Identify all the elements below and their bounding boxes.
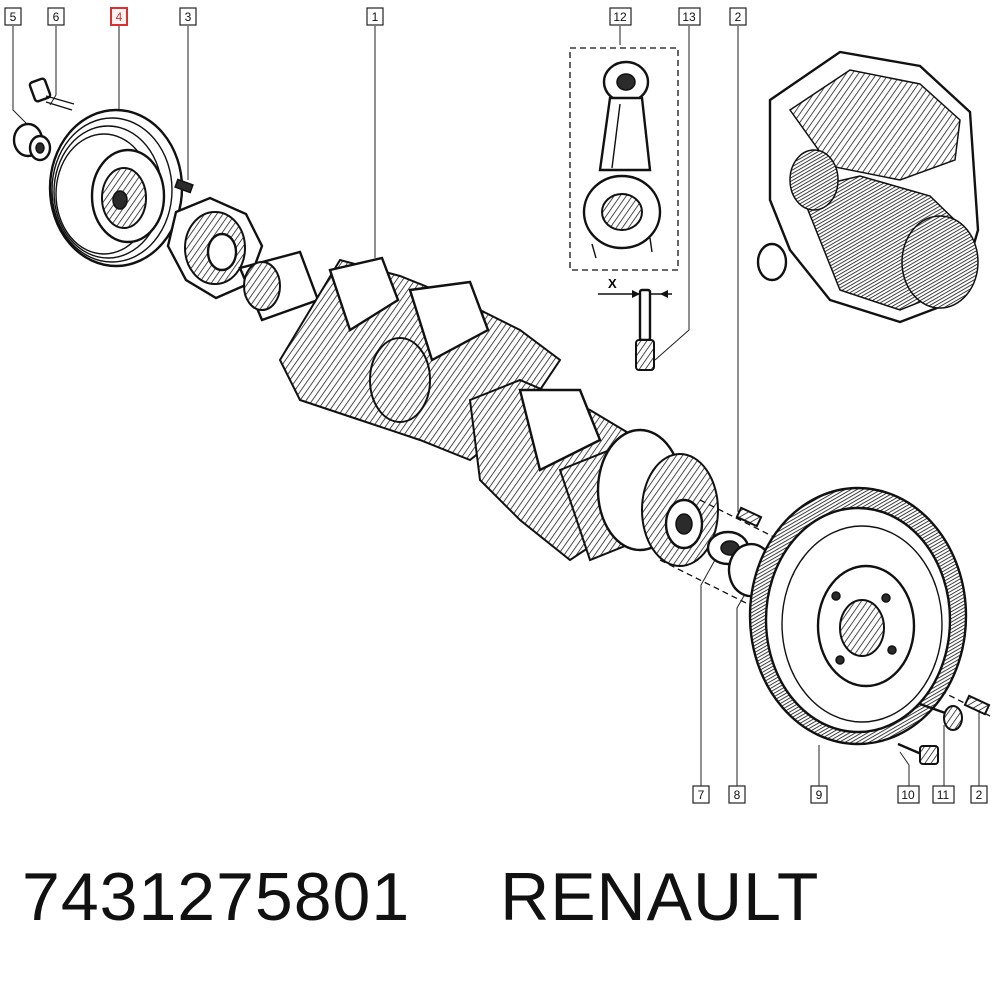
brand-name: RENAULT — [500, 859, 820, 935]
callout-labels: 5 6 4 3 1 12 13 2 — [4, 7, 988, 804]
part-number: 7431275801 — [22, 859, 411, 935]
callout-9: 9 — [810, 785, 828, 804]
flywheel-bolt — [897, 742, 939, 765]
svg-text:2: 2 — [735, 10, 742, 24]
flywheel-centering-bolt — [919, 702, 963, 731]
connecting-rod-bolt — [635, 288, 655, 371]
svg-text:13: 13 — [682, 10, 696, 24]
connecting-rod — [569, 47, 679, 271]
svg-text:3: 3 — [185, 10, 192, 24]
callout-12: 12 — [609, 7, 632, 26]
svg-text:9: 9 — [816, 788, 823, 802]
svg-text:6: 6 — [53, 10, 60, 24]
svg-text:2: 2 — [976, 788, 983, 802]
svg-text:11: 11 — [937, 788, 950, 802]
callout-2-bottom: 2 — [970, 785, 988, 804]
callout-11: 11 — [932, 785, 955, 804]
callout-13: 13 — [678, 7, 701, 26]
crankshaft — [238, 250, 719, 567]
svg-text:12: 12 — [613, 10, 627, 24]
callout-1: 1 — [366, 7, 384, 26]
callout-10: 10 — [897, 785, 920, 804]
pulley-bolt — [28, 77, 75, 111]
callout-7: 7 — [692, 785, 710, 804]
svg-text:10: 10 — [901, 788, 915, 802]
dowel-pin — [735, 506, 763, 528]
callout-6: 6 — [47, 7, 65, 26]
crankshaft-exploded-diagram: X — [4, 7, 991, 804]
svg-text:4: 4 — [116, 10, 123, 24]
svg-text:5: 5 — [10, 10, 17, 24]
svg-text:7: 7 — [698, 788, 705, 802]
svg-text:8: 8 — [734, 788, 741, 802]
callout-4-highlighted: 4 — [110, 7, 128, 26]
flywheel — [748, 486, 968, 746]
dimension-x: X — [598, 276, 672, 298]
callout-3: 3 — [179, 7, 197, 26]
crankshaft-pulley — [48, 108, 184, 268]
callout-5: 5 — [4, 7, 22, 26]
crank-pulley-nut — [12, 122, 52, 162]
dowel-pin-flywheel — [963, 694, 991, 716]
dimension-x-label: X — [608, 276, 617, 291]
caption: 7431275801 RENAULT — [22, 858, 982, 948]
timing-sprocket — [166, 178, 264, 300]
callout-2-top: 2 — [729, 7, 747, 26]
engine-thumbnail — [756, 50, 980, 324]
svg-text:1: 1 — [372, 10, 379, 24]
callout-8: 8 — [728, 785, 746, 804]
